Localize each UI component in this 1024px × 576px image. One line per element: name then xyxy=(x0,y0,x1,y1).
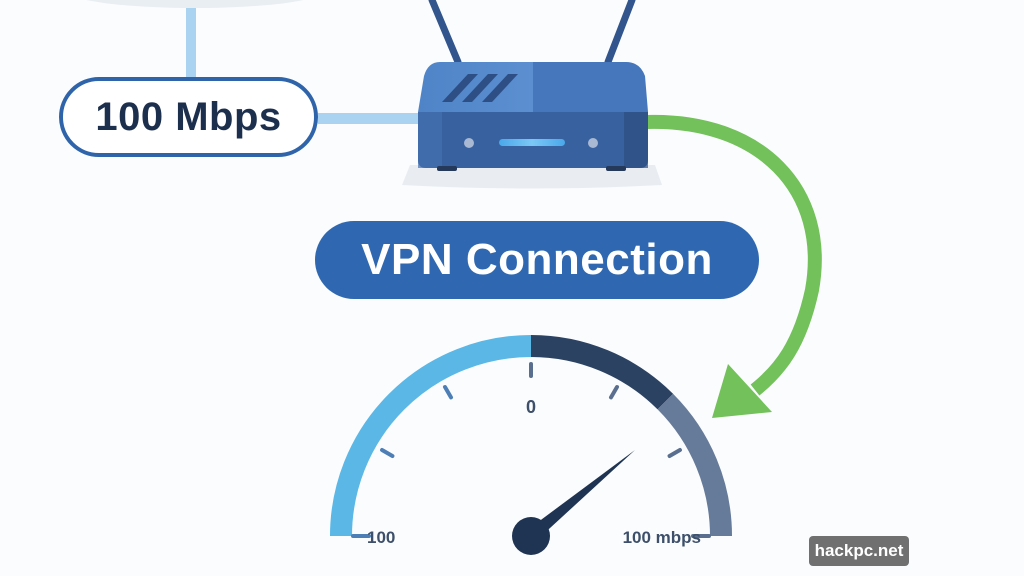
router-foot-right xyxy=(606,166,626,171)
router-icon xyxy=(418,62,648,171)
watermark-text: hackpc.net xyxy=(814,541,904,560)
gauge-tick xyxy=(667,448,682,458)
gauge-left-label: 100 xyxy=(367,528,395,547)
router-led-bar xyxy=(499,139,565,146)
top-node-shape xyxy=(86,0,304,8)
router-antenna-right xyxy=(604,0,636,66)
horizontal-connector xyxy=(318,113,418,124)
router-vents xyxy=(442,74,518,102)
gauge-segment-slate xyxy=(657,393,732,537)
gauge-segment-navy xyxy=(530,335,674,410)
gauge-center-label: 0 xyxy=(526,397,536,417)
gauge-tick xyxy=(443,385,453,400)
gauge-right-label: 100 mbps xyxy=(623,528,701,547)
speed-gauge xyxy=(330,335,732,555)
vpn-connection-text: VPN Connection xyxy=(361,235,713,284)
router-foot-left xyxy=(437,166,457,171)
router-antenna-left xyxy=(428,0,462,66)
watermark-badge: hackpc.net xyxy=(809,536,909,566)
gauge-tick xyxy=(380,448,395,458)
router-light-left xyxy=(464,138,474,148)
gauge-needle xyxy=(526,449,636,542)
green-arrow-curve xyxy=(644,114,822,396)
speed-label-text: 100 Mbps xyxy=(95,94,282,139)
router-shadow xyxy=(402,165,662,189)
router-light-right xyxy=(588,138,598,148)
gauge-tick xyxy=(609,385,619,400)
gauge-segment-light-blue xyxy=(330,335,532,537)
green-arrow-head xyxy=(712,364,772,418)
speed-label-pill: 100 Mbps xyxy=(59,77,318,157)
vpn-connection-pill: VPN Connection xyxy=(315,221,759,299)
vertical-connector xyxy=(186,8,196,78)
gauge-needle-hub xyxy=(512,517,550,555)
